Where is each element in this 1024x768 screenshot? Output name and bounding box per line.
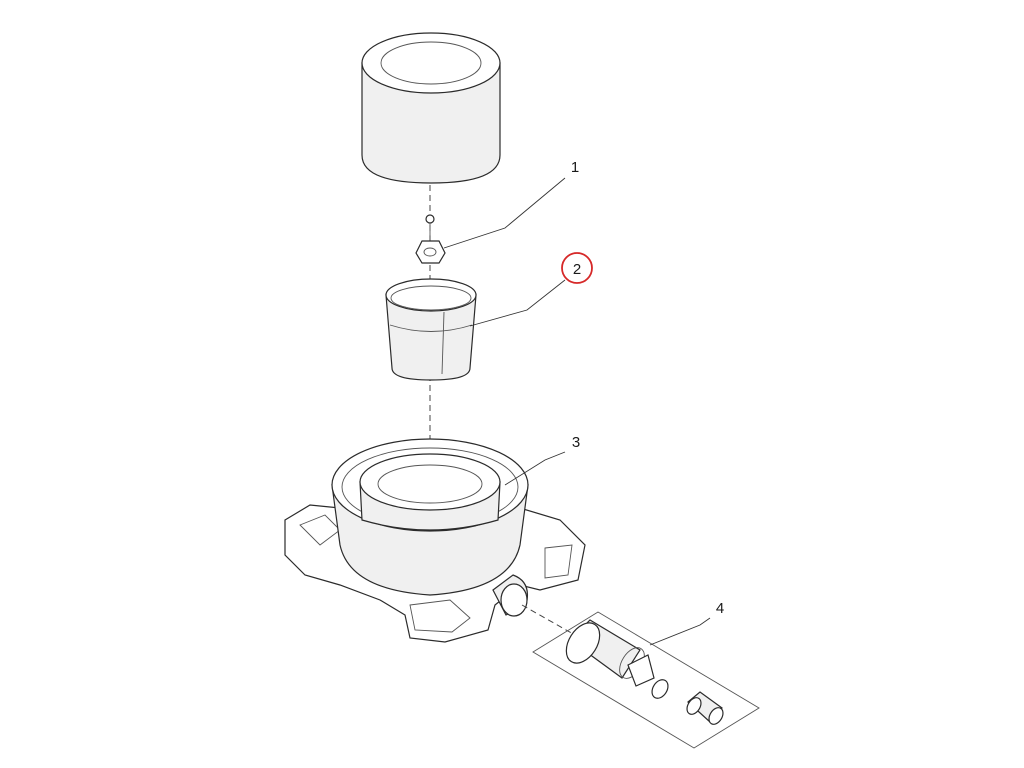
filter-element-cylinder [361, 32, 501, 184]
leader-line-2 [469, 279, 566, 327]
callout-2[interactable]: 2 [573, 261, 581, 278]
kit-outline-box [532, 611, 760, 749]
callout-4[interactable]: 4 [716, 600, 724, 617]
part-1-nut-washer [415, 214, 446, 264]
callout-1[interactable]: 1 [571, 159, 579, 176]
highlight-ring [561, 252, 593, 284]
part-2-strainer-cup [385, 278, 477, 381]
outlet-centerline [521, 604, 576, 636]
callout-3[interactable]: 3 [572, 434, 580, 451]
leader-line-4 [649, 617, 711, 646]
part-4-valve-kit [532, 611, 760, 749]
leader-line-3 [504, 451, 566, 486]
part-3-housing-base [284, 438, 586, 643]
leader-line-1 [443, 177, 566, 249]
